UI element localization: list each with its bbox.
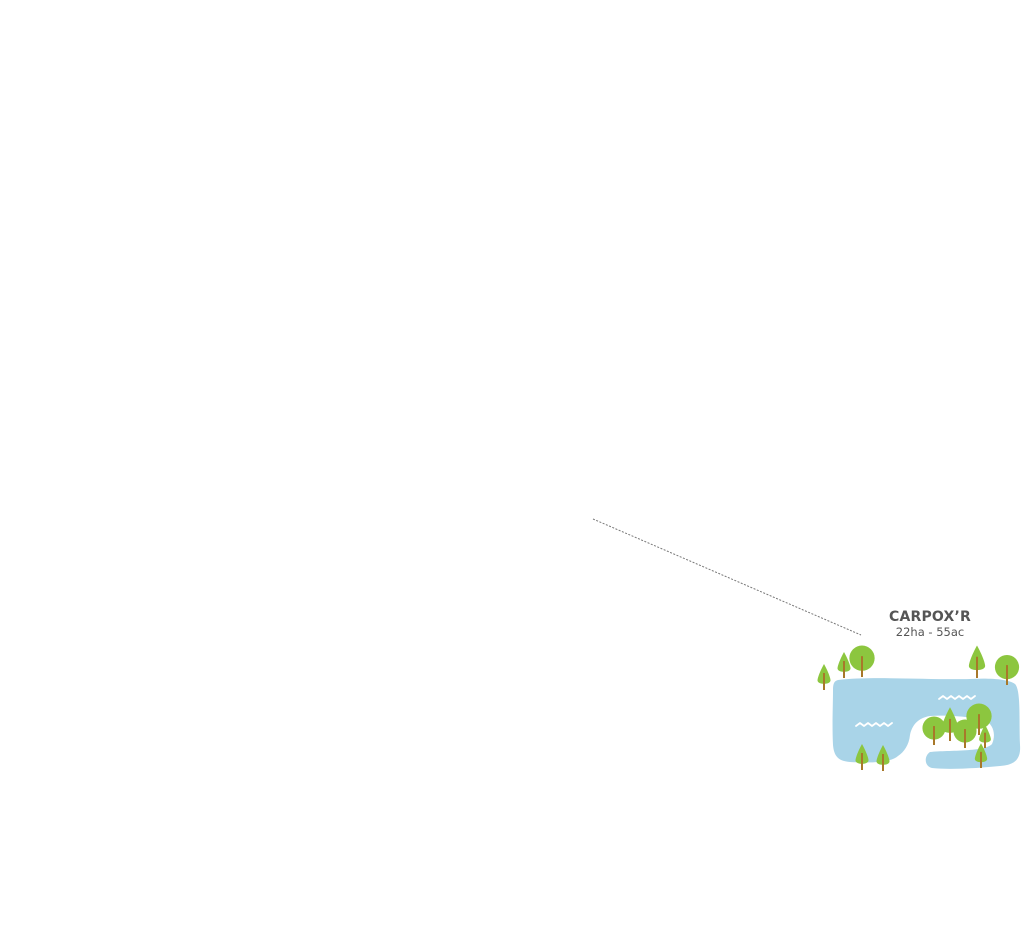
round-tree-icon: [994, 655, 1020, 685]
conifer-tree-icon: [837, 652, 851, 678]
lake-area: 22ha - 55ac: [895, 625, 965, 639]
lake-carpoxr[interactable]: [817, 645, 1021, 772]
wave-icon: [855, 722, 893, 727]
conifer-tree-icon: [941, 707, 959, 741]
wave-icon: [938, 695, 976, 700]
lake-name: CARPOX’R: [888, 609, 972, 625]
conifer-tree-icon: [817, 664, 831, 690]
round-tree-icon: [922, 716, 946, 745]
conifer-tree-icon: [855, 744, 869, 770]
conifer-tree-icon: [974, 743, 988, 768]
lake-water: [832, 678, 1021, 769]
round-tree-icon: [849, 645, 875, 677]
conifer-tree-icon: [979, 724, 991, 748]
conifer-tree-icon: [876, 745, 890, 771]
lake-label[interactable]: CARPOX’R 22ha - 55ac: [860, 610, 1000, 639]
round-tree-icon: [966, 703, 992, 735]
conifer-tree-icon: [968, 645, 986, 678]
leader-line: [592, 518, 862, 636]
